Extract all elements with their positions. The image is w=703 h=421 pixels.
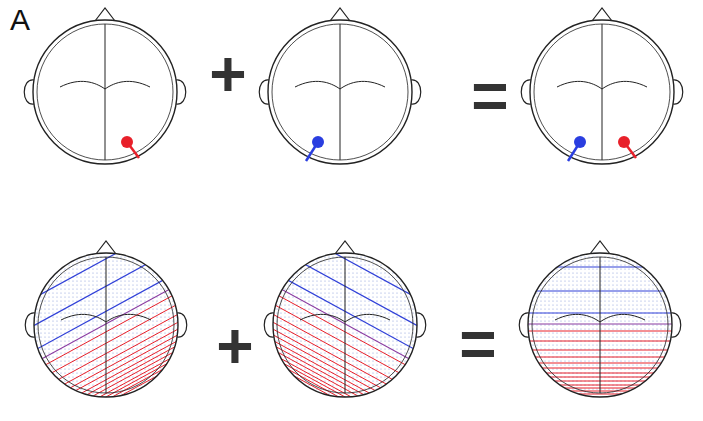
contour-line [154, 257, 506, 421]
operator-sign: = [459, 312, 496, 376]
contour-line [142, 278, 494, 421]
contour-line [400, 381, 703, 382]
contour-line [400, 357, 703, 358]
head-outline [38, 257, 174, 393]
operator-sign: = [471, 64, 508, 128]
contour-line [400, 331, 703, 332]
midline [600, 257, 601, 393]
contour-lines [0, 178, 315, 421]
contour-line [400, 385, 703, 386]
dipole-source [618, 136, 630, 148]
head-outline [277, 257, 413, 393]
contour-line [144, 275, 496, 421]
contour-line [136, 290, 488, 421]
central-sulcus [557, 81, 647, 89]
contour-line [0, 267, 303, 421]
contour-line [0, 178, 254, 370]
potential-map [528, 253, 672, 397]
midline [340, 24, 341, 160]
dipole-source [574, 136, 586, 148]
topomap-head [0, 178, 315, 421]
contour-line [0, 234, 285, 421]
panel-letter: A [10, 5, 30, 35]
contour-line [0, 290, 315, 421]
contour-line [400, 341, 703, 342]
head-outline [268, 20, 412, 164]
contour-line [151, 262, 503, 421]
contour-line [157, 251, 509, 421]
head-outline [34, 253, 178, 397]
contour-line [400, 312, 703, 313]
contour-line [400, 391, 703, 392]
dipole-head [259, 8, 421, 164]
contour-line [0, 257, 297, 421]
head-fill [34, 253, 178, 397]
head-nose [330, 8, 350, 21]
topomap-head [136, 178, 549, 421]
head-fill [268, 20, 412, 164]
contour-line [146, 271, 498, 421]
head-fill [273, 253, 417, 397]
head-outline [532, 257, 668, 393]
contour-line [140, 282, 492, 421]
contour-line [400, 350, 703, 351]
potential-map [34, 253, 178, 397]
contour-line [400, 323, 703, 324]
head-outline [528, 253, 672, 397]
midline [602, 24, 603, 160]
contour-lines [400, 267, 703, 394]
contour-line [400, 290, 703, 291]
head-outline [530, 20, 674, 164]
contour-line [166, 234, 518, 421]
midline [106, 257, 107, 393]
head-fill [33, 20, 177, 164]
head-nose [96, 241, 116, 254]
head-outline [37, 24, 173, 160]
potential-map [273, 253, 417, 397]
topomap-head [400, 241, 703, 397]
contour-line [0, 282, 311, 421]
operator-sign: + [209, 42, 246, 106]
contour-line [400, 266, 703, 267]
contour-line [169, 228, 521, 420]
central-sulcus [60, 81, 150, 89]
contour-line [400, 363, 703, 364]
contour-line [161, 243, 513, 421]
contour-line [175, 218, 527, 410]
contour-line [0, 287, 314, 421]
contour-line [148, 267, 500, 421]
dipole-head [521, 8, 683, 164]
head-fill [530, 20, 674, 164]
head-nose [335, 241, 355, 254]
head-nose [592, 8, 612, 21]
operator-sign: + [216, 314, 253, 378]
contour-line [400, 394, 703, 395]
head-nose [95, 8, 115, 21]
midline [345, 257, 346, 393]
midline [105, 24, 106, 160]
head-outline [534, 24, 670, 160]
central-sulcus [295, 81, 385, 89]
contour-line [0, 278, 309, 421]
head-outline [33, 20, 177, 164]
central-sulcus [300, 314, 390, 322]
head-outline [273, 253, 417, 397]
contour-line [0, 251, 294, 421]
head-nose [590, 241, 610, 254]
contour-line [139, 284, 491, 421]
head-outline [272, 24, 408, 160]
contour-line [137, 287, 489, 421]
contour-line [0, 275, 307, 421]
dipole-source [312, 136, 324, 148]
contour-lines [136, 178, 549, 421]
dipole-source [121, 136, 133, 148]
contour-line [400, 388, 703, 389]
contour-line [0, 284, 312, 421]
dipole-head [24, 8, 186, 164]
head-fill [528, 253, 672, 397]
central-sulcus [555, 314, 645, 322]
central-sulcus [61, 314, 151, 322]
